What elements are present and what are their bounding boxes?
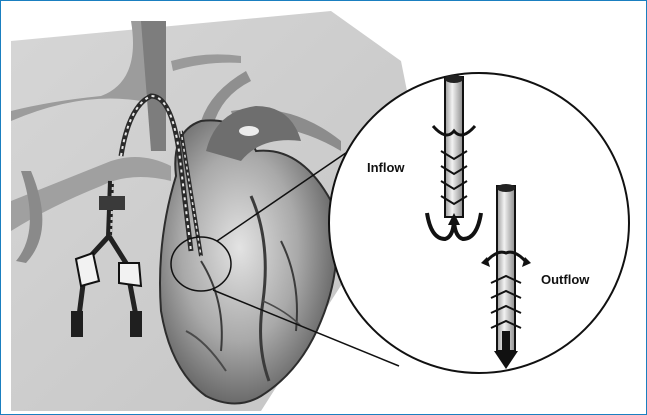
outflow-label: Outflow <box>541 272 590 287</box>
inflow-label: Inflow <box>367 160 405 175</box>
magnifier-circle: Inflow Outflow <box>329 73 629 373</box>
